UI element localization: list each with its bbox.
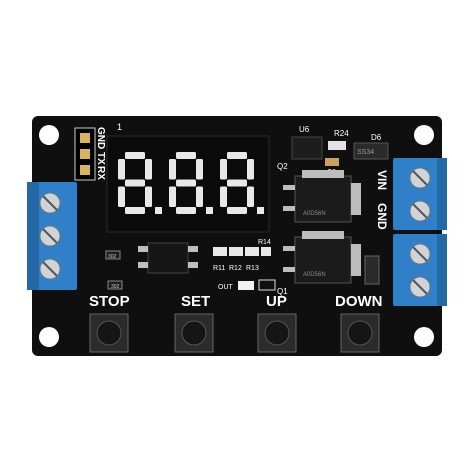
digit-3-segment-c — [247, 186, 254, 207]
resistor-array — [213, 247, 271, 256]
digit-2-decimal-point — [206, 207, 213, 214]
u6-chip — [291, 136, 323, 160]
up-button[interactable] — [257, 313, 297, 353]
mosfet-q1 — [283, 231, 361, 284]
mosfet2-marking: A0D56N — [303, 272, 326, 278]
digit-1-segment-a — [125, 152, 145, 159]
digit-3-segment-b — [247, 159, 254, 180]
r302b-label: 302 — [111, 284, 120, 290]
d6-diode — [353, 142, 389, 160]
mounting-holes — [39, 125, 434, 347]
u6-label: U6 — [299, 125, 310, 134]
digit-1-segment-g — [125, 179, 145, 187]
digit-2-segment-a — [176, 152, 196, 159]
q1-label: Q1 — [277, 287, 288, 296]
display-digits — [118, 152, 264, 214]
q2-label: Q2 — [277, 162, 288, 171]
gnd-label: GND — [375, 203, 389, 230]
protection-diode — [364, 255, 380, 285]
r302b-resistor — [107, 280, 123, 290]
left-terminal-block — [27, 182, 77, 290]
c6-capacitor — [325, 158, 339, 166]
pin-gnd-label: GND — [95, 127, 106, 149]
digit-3-segment-a — [227, 152, 247, 159]
digit-3-segment-g — [227, 179, 247, 187]
stop-button[interactable] — [89, 313, 129, 353]
set-button[interactable] — [174, 313, 214, 353]
digit-2-segment-d — [176, 207, 196, 214]
uart-header — [74, 127, 96, 181]
digit-3-segment-d — [227, 207, 247, 214]
r14-label: R14 — [258, 239, 271, 246]
digit-1-segment-f — [118, 159, 125, 180]
out-label: OUT — [218, 284, 234, 291]
digit-2-segment-f — [169, 159, 176, 180]
pin-tx-label: TX — [95, 152, 106, 165]
digit-2-segment-c — [196, 186, 203, 207]
digit-1-segment-d — [125, 207, 145, 214]
stop-label: STOP — [89, 293, 130, 310]
digit-2-segment-g — [176, 179, 196, 187]
digit-1-segment-e — [118, 186, 125, 207]
vin-label: VIN — [375, 170, 389, 190]
out-led — [238, 281, 254, 290]
r12-label: R12 — [229, 265, 242, 272]
digit-2-segment-b — [196, 159, 203, 180]
digit-2-segment-e — [169, 186, 176, 207]
r13-label: R13 — [246, 265, 259, 272]
r302-resistor — [105, 250, 121, 260]
mosfet1-marking: A0D56N — [303, 211, 326, 217]
r11-label: R11 — [213, 265, 225, 272]
digit-1-segment-c — [145, 186, 152, 207]
digit-3-segment-f — [220, 159, 227, 180]
pin1-label: 1 — [117, 122, 122, 132]
down-button[interactable] — [340, 313, 380, 353]
digit-3-segment-e — [220, 186, 227, 207]
ss34-label: SS34 — [357, 149, 374, 156]
digit-1-segment-b — [145, 159, 152, 180]
mosfet-q2 — [283, 170, 361, 223]
set-label: SET — [181, 293, 210, 310]
right-terminal-block-output — [393, 234, 447, 306]
r24-label: R24 — [334, 129, 349, 138]
down-label: DOWN — [335, 293, 383, 310]
right-terminal-block-power — [393, 158, 447, 230]
out-led-frame — [258, 279, 276, 291]
up-label: UP — [266, 293, 287, 310]
driver-ic — [138, 242, 198, 274]
d6-label: D6 — [371, 133, 382, 142]
r24-resistor — [328, 141, 346, 150]
digit-1-decimal-point — [155, 207, 162, 214]
digit-3-decimal-point — [257, 207, 264, 214]
pin-rx-label: RX — [95, 166, 106, 180]
r302-label: 302 — [108, 254, 117, 260]
